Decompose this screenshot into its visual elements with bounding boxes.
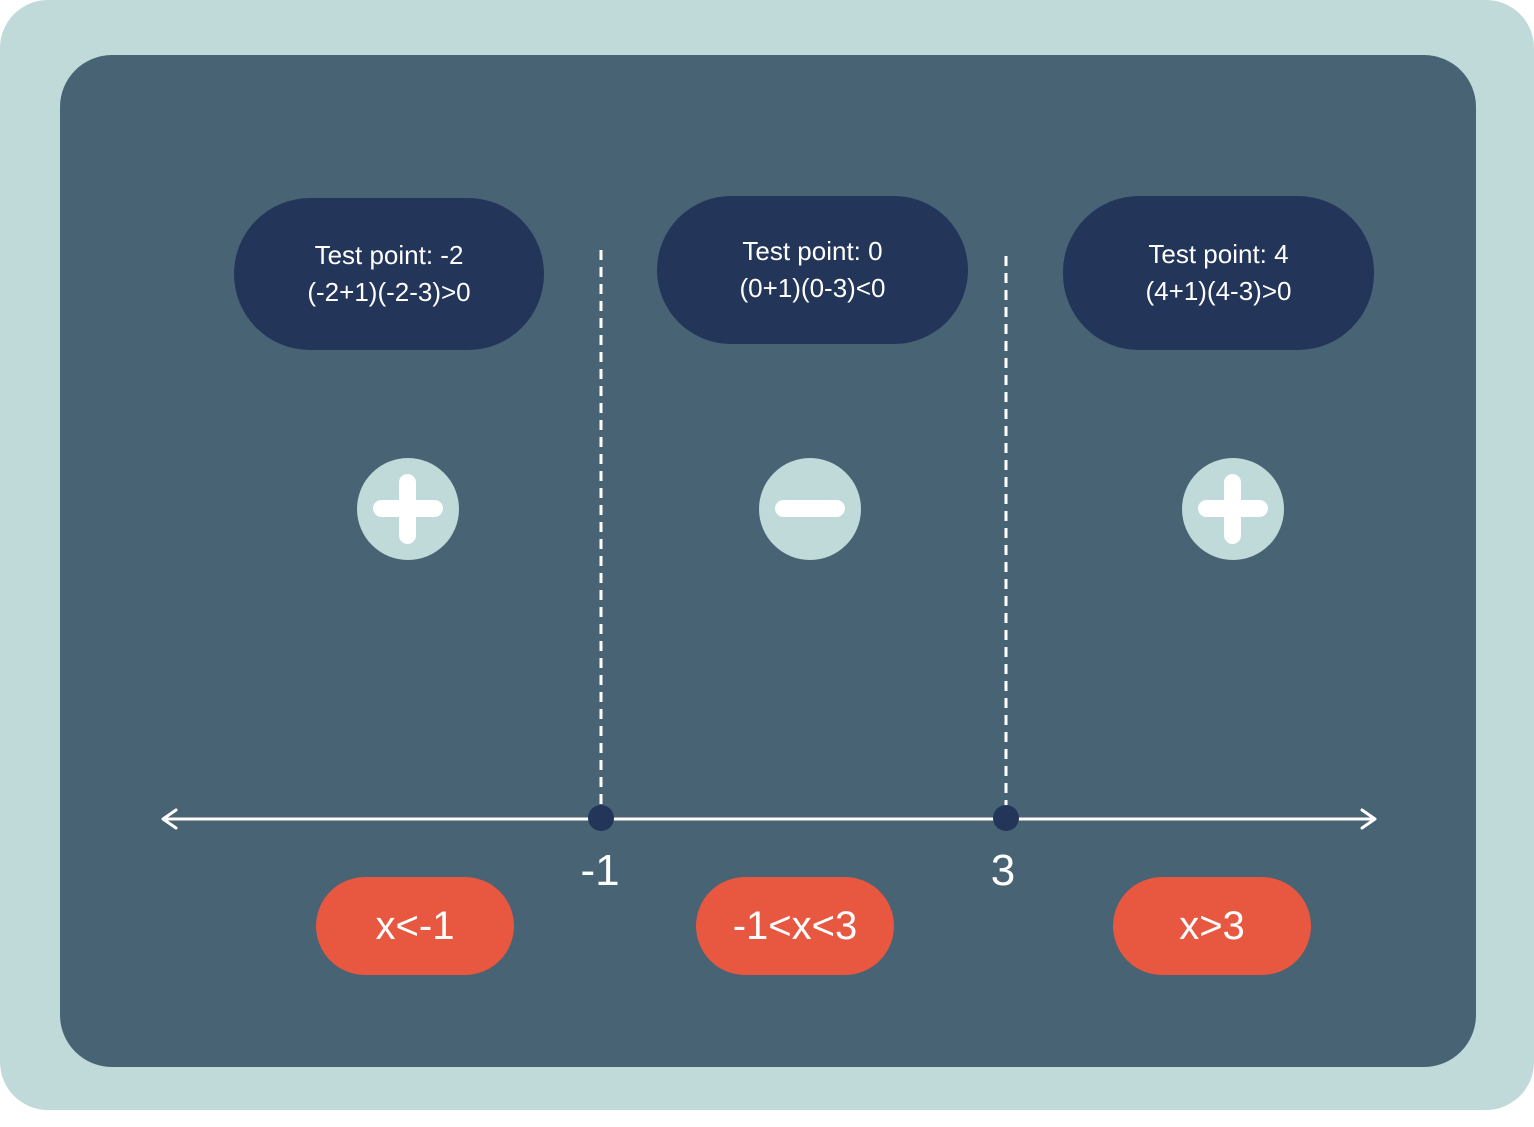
critical-point-neg1 [588, 805, 614, 831]
region-label-left: x<-1 [316, 877, 514, 975]
test-point-expression: (-2+1)(-2-3)>0 [307, 277, 471, 307]
test-point-title: Test point: -2 [314, 240, 464, 270]
region-label-middle: -1<x<3 [696, 877, 894, 975]
test-point-expression: (0+1)(0-3)<0 [739, 273, 886, 303]
region-label-right: x>3 [1113, 877, 1311, 975]
test-point-expression: (4+1)(4-3)>0 [1145, 276, 1292, 306]
test-point-title: Test point: 0 [742, 236, 883, 266]
test-point-title: Test point: 4 [1148, 239, 1289, 269]
minus-icon [759, 458, 861, 560]
critical-point-3 [993, 805, 1019, 831]
plus-icon [357, 458, 459, 560]
right-arrowhead [1360, 808, 1377, 830]
test-point-card-right: Test point: 4 (4+1)(4-3)>0 [1063, 196, 1374, 350]
test-point-card-left: Test point: -2 (-2+1)(-2-3)>0 [234, 198, 544, 350]
plus-icon [1182, 458, 1284, 560]
critical-point-label: -1 [580, 846, 620, 895]
test-point-card-middle: Test point: 0 (0+1)(0-3)<0 [657, 196, 968, 344]
left-arrowhead [161, 808, 178, 830]
critical-point-label: 3 [990, 846, 1016, 895]
